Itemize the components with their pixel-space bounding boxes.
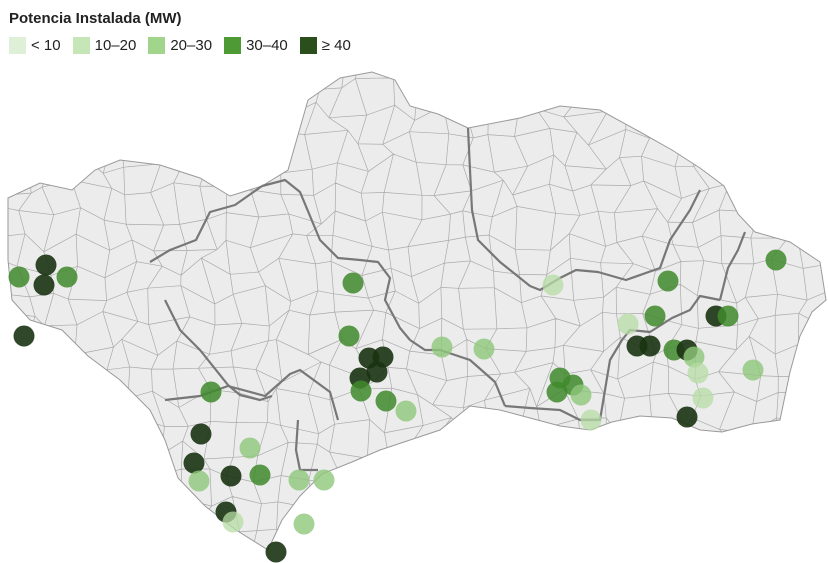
plant-marker[interactable]: [683, 346, 705, 368]
plant-marker[interactable]: [717, 305, 739, 327]
plant-marker[interactable]: [687, 362, 709, 384]
legend: < 10 10–20 20–30 30–40 ≥ 40: [9, 37, 351, 54]
plant-marker[interactable]: [366, 361, 388, 383]
plant-marker[interactable]: [692, 387, 714, 409]
plant-marker[interactable]: [542, 274, 564, 296]
plant-marker[interactable]: [293, 513, 315, 535]
plant-marker[interactable]: [249, 464, 271, 486]
plant-marker[interactable]: [395, 400, 417, 422]
province-border: [718, 231, 747, 301]
plant-marker[interactable]: [313, 469, 335, 491]
region-land: [7, 71, 827, 551]
plant-marker[interactable]: [375, 390, 397, 412]
plant-marker[interactable]: [546, 381, 568, 403]
legend-item-30-40[interactable]: 30–40: [224, 37, 288, 54]
plant-marker[interactable]: [183, 452, 205, 474]
plant-marker[interactable]: [657, 270, 679, 292]
plant-marker[interactable]: [676, 406, 698, 428]
legend-item-20-30[interactable]: 20–30: [148, 37, 212, 54]
plant-marker[interactable]: [288, 469, 310, 491]
plant-markers: [8, 249, 787, 563]
legend-item-lt10[interactable]: < 10: [9, 37, 61, 54]
legend-label: ≥ 40: [321, 37, 351, 54]
plant-marker[interactable]: [639, 335, 661, 357]
plant-marker[interactable]: [35, 254, 57, 276]
plant-marker[interactable]: [580, 409, 602, 431]
legend-label: 10–20: [94, 37, 137, 54]
province-border: [409, 339, 507, 407]
province-border: [294, 419, 318, 472]
province-border: [504, 294, 721, 422]
plant-marker[interactable]: [13, 325, 35, 347]
plant-marker[interactable]: [473, 338, 495, 360]
legend-item-gte40[interactable]: ≥ 40: [299, 37, 351, 54]
plant-marker[interactable]: [33, 274, 55, 296]
legend-swatch: [224, 37, 242, 54]
plant-marker[interactable]: [239, 437, 261, 459]
legend-title: Potencia Instalada (MW): [9, 10, 182, 27]
plant-marker[interactable]: [188, 470, 210, 492]
plant-marker[interactable]: [742, 359, 764, 381]
province-border: [261, 178, 411, 341]
plant-marker[interactable]: [56, 266, 78, 288]
plant-marker[interactable]: [220, 465, 242, 487]
legend-label: < 10: [31, 37, 61, 54]
plant-marker[interactable]: [765, 249, 787, 271]
province-border: [149, 185, 263, 263]
plant-marker[interactable]: [644, 305, 666, 327]
plant-marker[interactable]: [570, 384, 592, 406]
legend-label: 20–30: [170, 37, 213, 54]
plant-marker[interactable]: [222, 511, 244, 533]
legend-label: 30–40: [246, 37, 288, 54]
plant-marker[interactable]: [190, 423, 212, 445]
plant-marker[interactable]: [342, 272, 364, 294]
plant-marker[interactable]: [338, 325, 360, 347]
plant-marker[interactable]: [8, 266, 30, 288]
plant-marker[interactable]: [200, 381, 222, 403]
plant-marker[interactable]: [265, 541, 287, 563]
legend-item-10-20[interactable]: 10–20: [72, 37, 137, 54]
plant-marker[interactable]: [350, 380, 372, 402]
province-borders: [149, 127, 747, 472]
legend-swatch: [299, 37, 317, 54]
legend-swatch: [9, 37, 26, 54]
legend-swatch: [72, 37, 90, 54]
legend-swatch: [148, 37, 166, 54]
plant-marker[interactable]: [431, 336, 453, 358]
plant-marker[interactable]: [617, 313, 639, 335]
